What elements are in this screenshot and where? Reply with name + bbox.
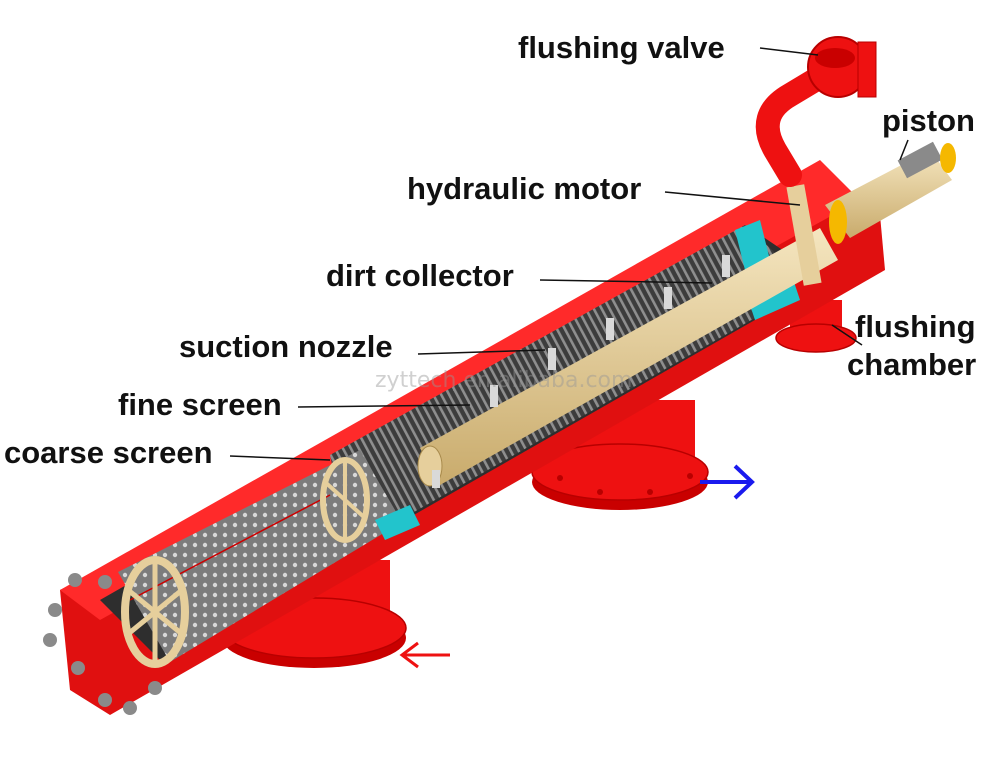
- end-cover-bolts: [43, 573, 162, 715]
- outlet-flange: [531, 400, 709, 510]
- mid-wheel: [320, 457, 370, 543]
- seal-ring: [375, 505, 420, 540]
- hydraulic-motor: [786, 184, 822, 286]
- leader-lines: [229, 47, 909, 461]
- flushing-valve: [755, 36, 877, 187]
- label-hydraulic-motor: hydraulic motor: [407, 171, 642, 206]
- watermark: zyttech.en.alibaba.com: [375, 368, 633, 393]
- end-wheel: [121, 556, 189, 668]
- label-suction-nozzle: suction nozzle: [179, 329, 393, 364]
- label-dirt-collector: dirt collector: [326, 258, 514, 293]
- outlet-arrow: [700, 464, 755, 500]
- label-flushing-chamber-line1: flushing: [855, 309, 976, 344]
- label-coarse-screen: coarse screen: [4, 435, 213, 470]
- label-flushing-valve: flushing valve: [518, 30, 725, 65]
- label-piston: piston: [882, 103, 975, 138]
- label-flushing-chamber-line2: chamber: [847, 347, 977, 382]
- coarse-screen: [118, 450, 402, 662]
- seal-ring: [735, 220, 770, 270]
- label-fine-screen: fine screen: [118, 387, 282, 422]
- piston: [825, 141, 956, 244]
- inlet-arrow: [399, 641, 450, 669]
- suction-nozzles: [432, 255, 730, 488]
